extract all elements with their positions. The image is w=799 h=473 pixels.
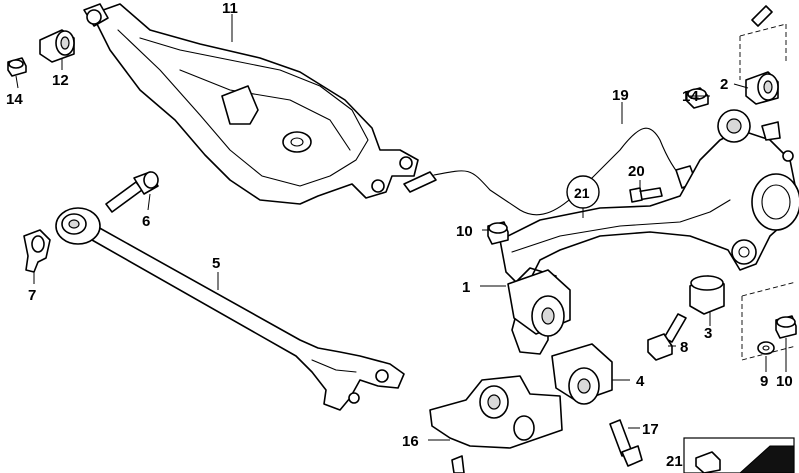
callout-14: 14 <box>6 91 23 108</box>
part-19-sensor-cable[interactable] <box>403 127 697 216</box>
dashed-guides <box>739 23 797 361</box>
part-12-bushing[interactable] <box>39 29 75 63</box>
callout-19: 19 <box>612 87 629 104</box>
part-6-bolt[interactable] <box>105 171 159 213</box>
callout-4: 4 <box>636 373 645 390</box>
part-21-item[interactable] <box>683 437 795 473</box>
callout-16: 16 <box>402 433 419 450</box>
callout-7: 7 <box>28 287 36 304</box>
part-20-bolt[interactable] <box>629 187 663 203</box>
callout-3: 3 <box>704 325 712 342</box>
leader-lines <box>15 14 787 441</box>
callout-2: 2 <box>720 76 728 93</box>
part-8-bolt[interactable] <box>647 313 687 361</box>
part-16-bracket[interactable] <box>429 375 563 473</box>
part-7-bracket[interactable] <box>23 229 51 273</box>
callout-17: 17 <box>642 421 659 438</box>
part-11-control-arm[interactable] <box>83 3 419 205</box>
callout-12: 12 <box>52 72 69 89</box>
part-5-lateral-link[interactable] <box>55 207 405 411</box>
callout-8: 8 <box>680 339 688 356</box>
part-3-bushing[interactable] <box>689 275 725 315</box>
part-14-nut-left[interactable] <box>7 57 27 77</box>
callout-14: 14 <box>682 88 699 105</box>
callout-10: 10 <box>776 373 793 390</box>
callout-21: 21 <box>666 453 683 470</box>
part-17-bolt[interactable] <box>609 419 643 467</box>
part-10-nut-right[interactable] <box>775 315 797 339</box>
part-2-bushing[interactable] <box>745 71 779 105</box>
callout-21-circled: 21 <box>574 185 590 201</box>
callout-20: 20 <box>628 163 645 180</box>
callout-11: 11 <box>222 0 238 17</box>
callout-1: 1 <box>462 279 470 296</box>
upper-bolt[interactable] <box>751 5 773 27</box>
callout-labels: 11 12 14 6 7 5 1 19 14 2 20 21 10 3 8 9 … <box>6 0 793 470</box>
part-4-bushing[interactable] <box>507 269 613 405</box>
callout-6: 6 <box>142 213 150 230</box>
callout-9: 9 <box>760 373 768 390</box>
part-9-washer[interactable] <box>757 341 775 355</box>
callout-10: 10 <box>456 223 473 240</box>
part-1-wheel-carrier[interactable] <box>499 109 799 355</box>
part-10-nut-left[interactable] <box>487 221 509 245</box>
callout-5: 5 <box>212 255 220 272</box>
